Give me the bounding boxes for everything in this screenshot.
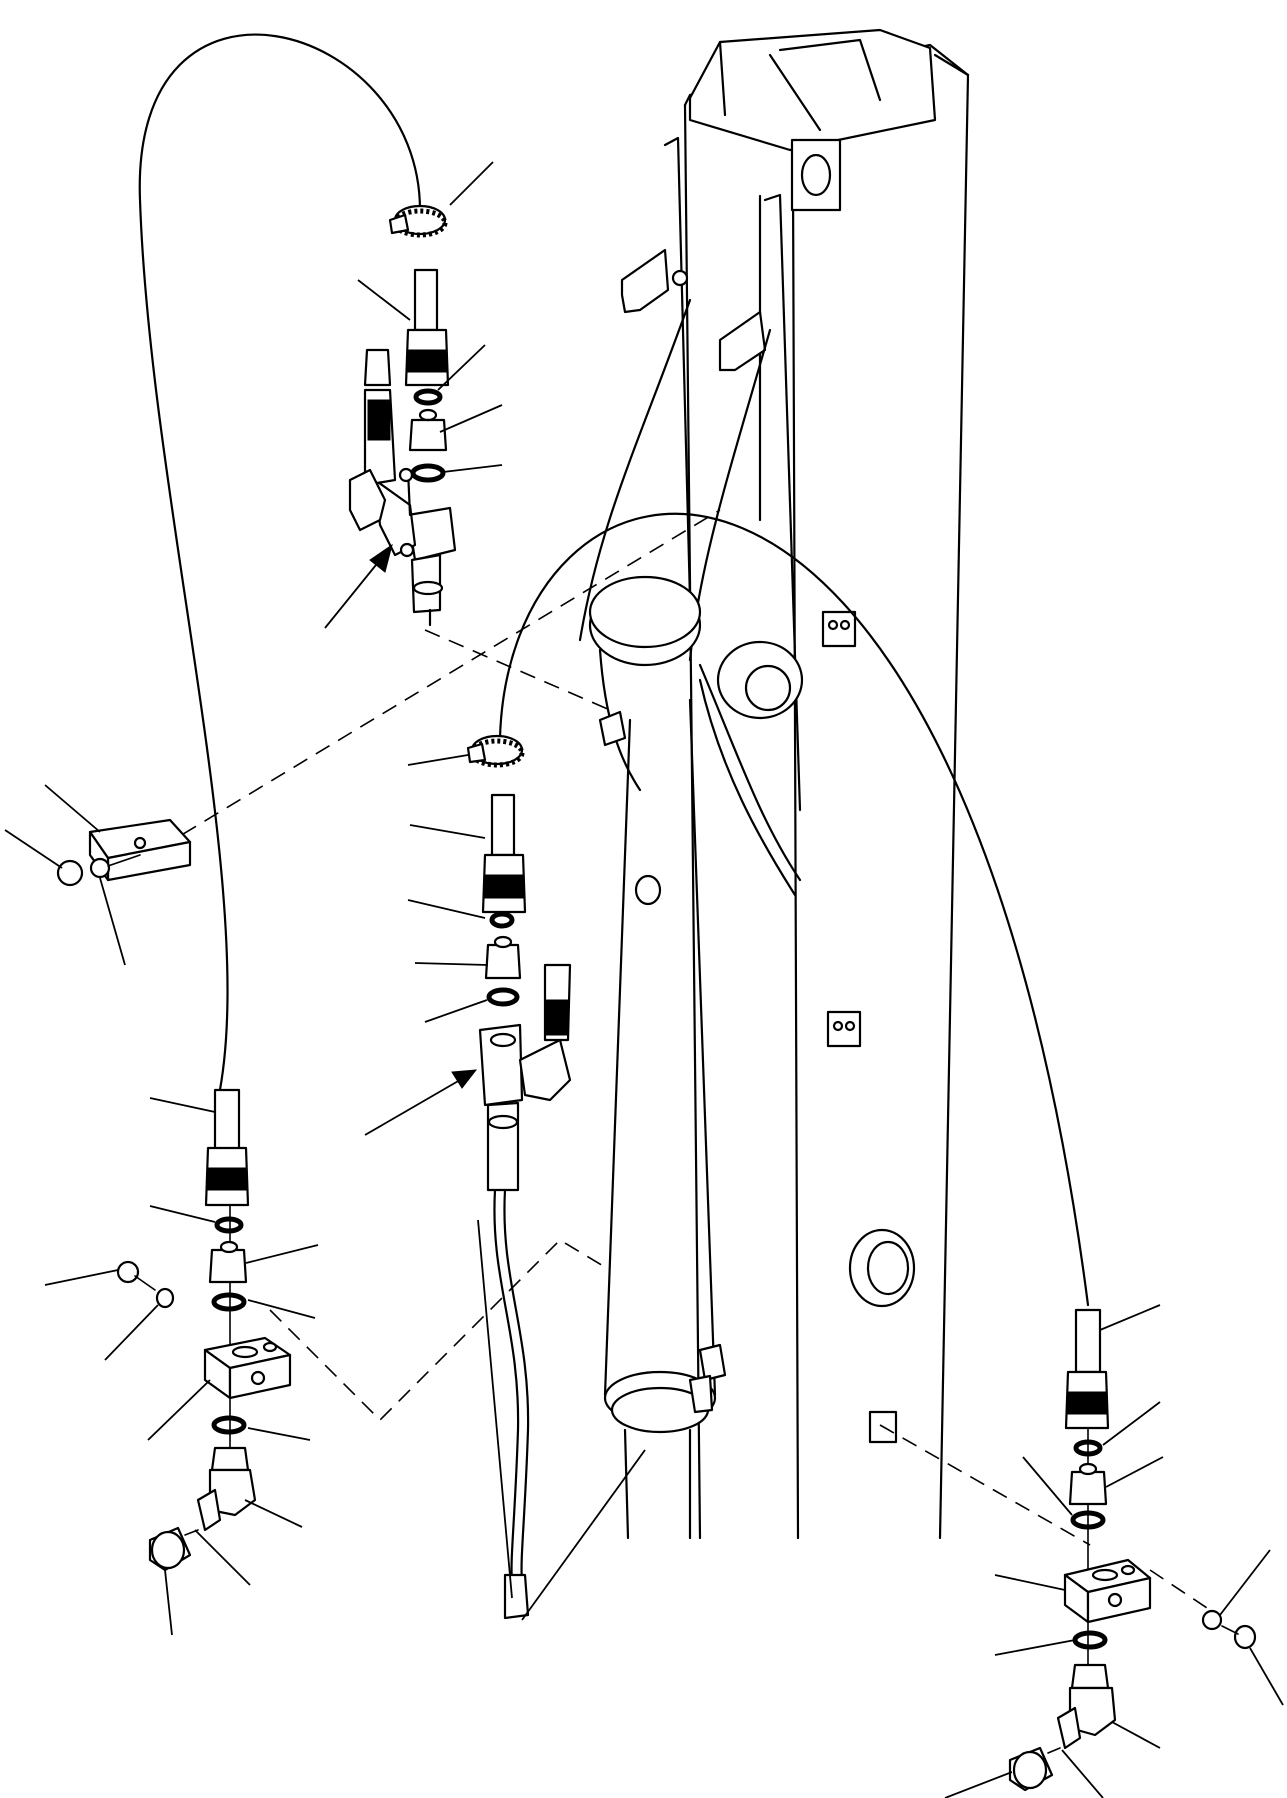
- left-lower-fitting-stack: [116, 1088, 292, 1572]
- hose-right: [498, 512, 1090, 1307]
- callout-leaders: [4, 161, 1284, 1798]
- o-ring-upper-2: [410, 463, 446, 483]
- valve-middle: [478, 963, 572, 1192]
- elbow-right: [1056, 1663, 1117, 1750]
- nut-left: [56, 859, 84, 887]
- o-ring-left-2: [211, 1292, 247, 1312]
- o-ring-left-3: [211, 1415, 247, 1435]
- adapter-left: [208, 1248, 248, 1284]
- o-ring-right-3: [1072, 1630, 1108, 1650]
- adapter-middle: [484, 943, 522, 980]
- hose-clamp-upper: [388, 204, 448, 238]
- cap-right: [1008, 1746, 1054, 1792]
- manifold-block-left: [203, 1336, 292, 1400]
- hoses: [138, 33, 1090, 1620]
- pipe-end: [503, 1573, 530, 1620]
- right-lower-fitting-stack: [1008, 1308, 1257, 1792]
- washer-left: [89, 857, 111, 879]
- o-ring-middle-1: [489, 911, 515, 929]
- left-bracket: [56, 818, 192, 887]
- boom-arm: [578, 28, 970, 1540]
- assembly-arrows: [324, 543, 478, 1136]
- assembly-lines: [159, 509, 1211, 1691]
- cap-left: [148, 1526, 192, 1572]
- washer-right: [1201, 1609, 1223, 1631]
- manifold-block-right: [1063, 1558, 1152, 1624]
- hose-clamp-middle: [466, 734, 525, 768]
- bolt-right: [1221, 1624, 1257, 1650]
- o-ring-upper-1: [413, 388, 443, 406]
- hose-left: [138, 33, 422, 1102]
- o-ring-right-2: [1070, 1510, 1106, 1530]
- arrow-upper: [369, 543, 393, 573]
- arrow-middle: [451, 1069, 478, 1089]
- bolt-left: [116, 1260, 156, 1291]
- side-hook-right: [718, 310, 767, 372]
- elbow-left: [196, 1446, 257, 1532]
- pipe-lower: [493, 1188, 520, 1582]
- o-ring-middle-2: [486, 987, 520, 1007]
- valve-upper: [348, 348, 457, 627]
- o-ring-left-1: [214, 1216, 244, 1234]
- plate-upper: [821, 610, 857, 648]
- adapter-right: [1068, 1470, 1108, 1506]
- top-bracket: [790, 138, 842, 212]
- washer-left-lower: [155, 1287, 175, 1309]
- upper-fitting-stack: [348, 204, 457, 627]
- plate-lower: [826, 1010, 862, 1048]
- o-ring-right-1: [1073, 1439, 1103, 1457]
- side-hook-left: [620, 248, 670, 314]
- adapter-upper: [408, 418, 448, 452]
- middle-fitting-stack: [466, 734, 572, 1192]
